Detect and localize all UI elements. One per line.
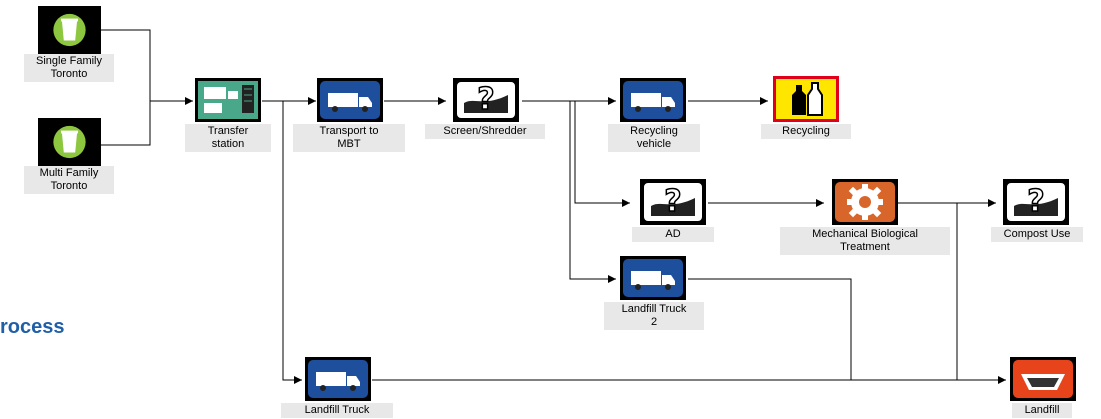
transfer-station-icon [195, 78, 261, 122]
svg-text:?: ? [477, 82, 494, 117]
node-label: AD [632, 227, 714, 242]
node-label: Mechanical Biological Treatment [780, 227, 950, 255]
bin-icon [38, 6, 101, 54]
node-label: Single Family Toronto [24, 54, 114, 82]
question-process-icon: ? [640, 179, 706, 225]
truck-icon [620, 78, 686, 122]
edge-screen-to-ad [574, 101, 630, 207]
bottles-icon [773, 76, 839, 122]
edge-transfer-to-landfill-truck [282, 101, 302, 384]
node-label: Transfer station [185, 124, 271, 152]
node-label: Recycling vehicle [608, 124, 700, 152]
edge-screen-to-landfill-truck-2 [569, 101, 616, 283]
svg-text:?: ? [1027, 184, 1044, 219]
bin-icon [38, 118, 101, 166]
question-process-icon: ? [1003, 179, 1069, 225]
edge-single-to-transfer [101, 29, 151, 101]
node-label: Screen/Shredder [425, 124, 545, 139]
landfill-icon [1010, 357, 1076, 401]
slide-title-fragment: rocess [0, 316, 65, 338]
truck-icon [317, 78, 383, 122]
svg-text:?: ? [664, 184, 681, 219]
edge-truck2-to-landfill [688, 278, 1006, 381]
node-label: Landfill [1012, 403, 1072, 418]
node-label: Landfill Truck [281, 403, 393, 418]
question-process-icon: ? [453, 78, 519, 122]
edge-multi-to-transfer [101, 101, 151, 146]
node-label: Compost Use [991, 227, 1083, 242]
truck-icon [305, 357, 371, 401]
node-label: Transport to MBT [293, 124, 405, 152]
node-label: Landfill Truck 2 [604, 302, 704, 330]
truck-icon [620, 256, 686, 300]
gear-icon [832, 179, 898, 225]
node-label: Recycling [761, 124, 851, 139]
node-label: Multi Family Toronto [24, 166, 114, 194]
